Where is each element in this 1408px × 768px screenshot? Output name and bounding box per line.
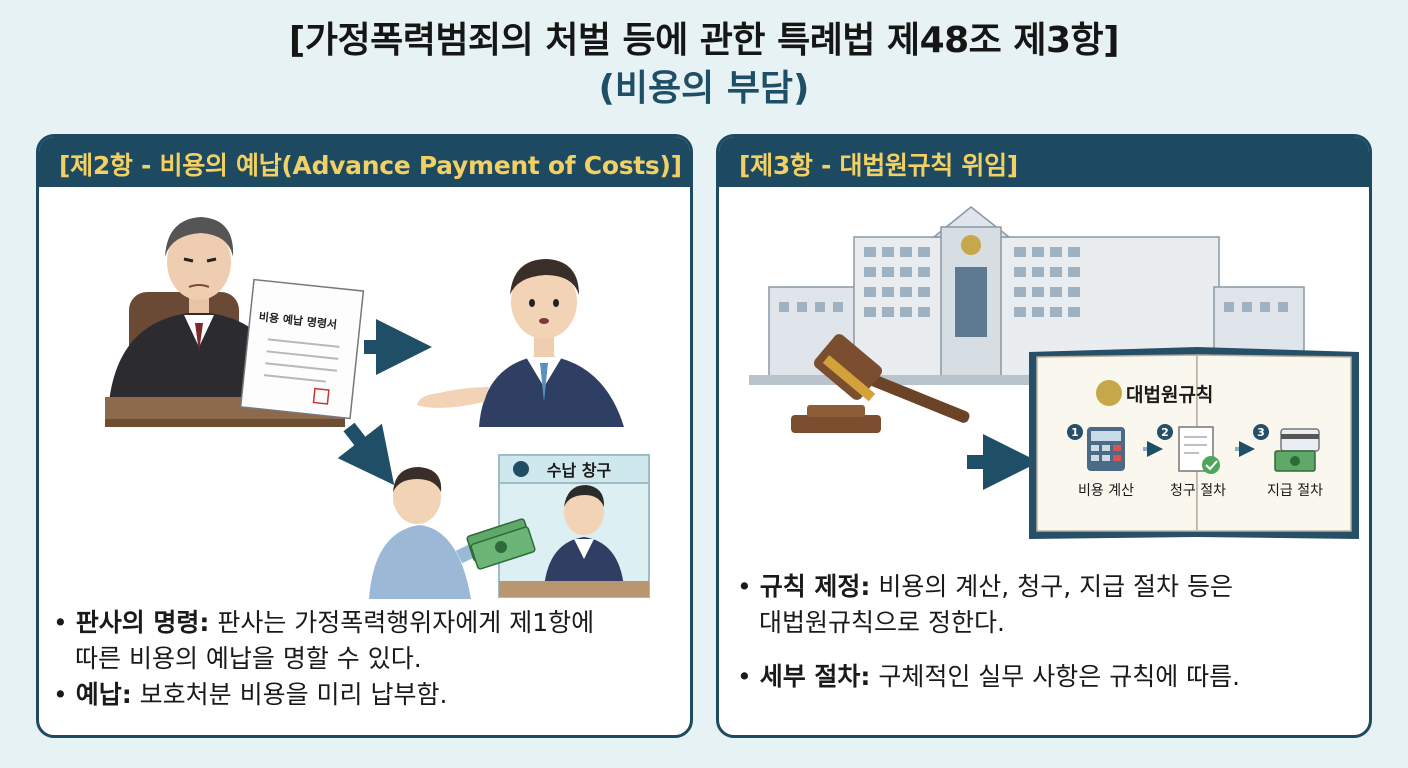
- right-illustration: 대법원규칙 1 비용 계산 2 청구 절차 3 지급: [749, 206, 1359, 539]
- bullet-item: • 규칙 제정: 비용의 계산, 청구, 지급 절차 등은: [737, 572, 1233, 601]
- order-document: 비용 예납 명령서: [239, 278, 365, 420]
- court-emblem-icon: [1096, 380, 1122, 406]
- step-number: 1: [1071, 426, 1079, 439]
- page-subtitle: (비용의 부담): [598, 68, 810, 109]
- step-label: 청구 절차: [1170, 483, 1226, 499]
- left-panel-header: [제2항 - 비용의 예납(Advance Payment of Costs)]: [39, 137, 690, 187]
- seal-stamp: [312, 387, 330, 405]
- bullet-continuation: 따른 비용의 예납을 명할 수 있다.: [75, 644, 422, 673]
- bullet-item: • 예납: 보호처분 비용을 미리 납부함.: [53, 680, 448, 709]
- bullet-label: 세부 절차:: [759, 662, 871, 691]
- bullet-item: • 세부 절차: 구체적인 실무 사항은 규칙에 따름.: [737, 662, 1241, 691]
- step-number: 2: [1161, 426, 1169, 439]
- bullet-label: 판사의 명령:: [75, 608, 210, 637]
- right-panel: [제3항 - 대법원규칙 위임]: [716, 134, 1372, 738]
- step-number-badge: [1253, 424, 1269, 440]
- court-emblem-icon: [961, 235, 981, 255]
- bullet-continuation: 대법원규칙으로 정한다.: [759, 608, 1005, 637]
- left-bullets: • 판사의 명령: 판사는 가정폭력행위자에게 제1항에 따른 비용의 예납을 …: [53, 605, 683, 713]
- court-emblem-icon: [513, 461, 529, 477]
- bullet-text: 보호처분 비용을 미리 납부함.: [139, 680, 448, 709]
- right-panel-header: [제3항 - 대법원규칙 위임]: [719, 137, 1369, 187]
- page-title: [가정폭력범죄의 처벌 등에 관한 특례법 제48조 제3항]: [288, 20, 1120, 61]
- window-sign: 수납 창구: [547, 461, 612, 480]
- step-label: 비용 계산: [1078, 483, 1134, 499]
- bullet-label: 예납:: [75, 680, 132, 709]
- offender-figure: [417, 259, 624, 427]
- book-title: 대법원규칙: [1126, 384, 1213, 406]
- payer-figure: [369, 467, 497, 599]
- right-bullets: • 규칙 제정: 비용의 계산, 청구, 지급 절차 등은 대법원규칙으로 정한…: [737, 569, 1367, 695]
- arrow-down-icon: [337, 422, 395, 486]
- step-number: 3: [1257, 426, 1265, 439]
- left-panel: [제2항 - 비용의 예납(Advance Payment of Costs)]: [36, 134, 693, 738]
- bullet-text: 판사는 가정폭력행위자에게 제1항에: [217, 608, 595, 637]
- step-label: 지급 절차: [1267, 483, 1323, 499]
- step-number-badge: [1067, 424, 1083, 440]
- money-icon: [466, 518, 536, 570]
- left-illustration: 비용 예납 명령서: [105, 217, 650, 599]
- title-block: [가정폭력범죄의 처벌 등에 관한 특례법 제48조 제3항] (비용의 부담): [0, 18, 1408, 114]
- bullet-text: 비용의 계산, 청구, 지급 절차 등은: [878, 572, 1233, 601]
- rule-book: 대법원규칙 1 비용 계산 2 청구 절차 3 지급: [1029, 347, 1359, 539]
- card-icon: [1280, 428, 1320, 452]
- bullet-label: 규칙 제정:: [759, 572, 871, 601]
- bullet-item: • 판사의 명령: 판사는 가정폭력행위자에게 제1항에: [53, 608, 595, 637]
- bullet-text: 구체적인 실무 사항은 규칙에 따름.: [878, 662, 1241, 691]
- step-number-badge: [1157, 424, 1173, 440]
- gavel-icon: [791, 334, 970, 433]
